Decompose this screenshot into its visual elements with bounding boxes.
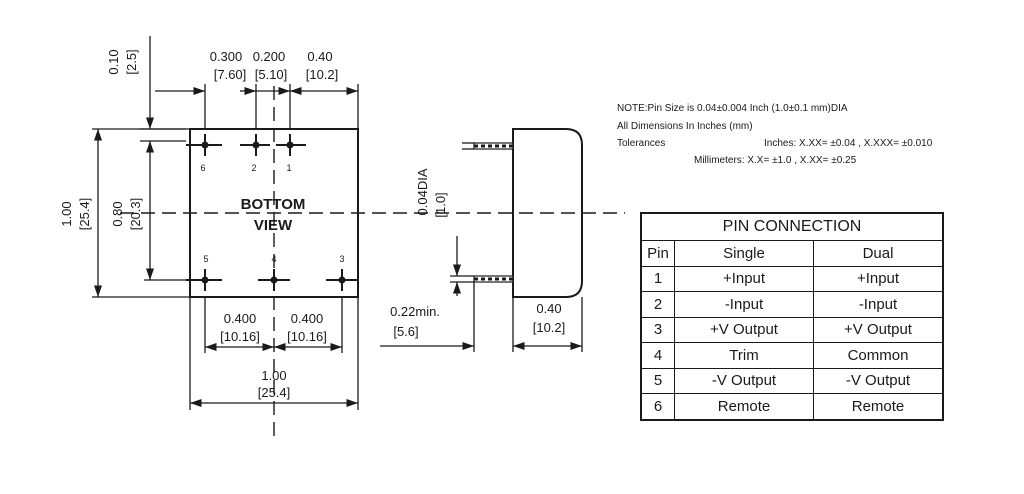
- cell-dual: +V Output: [813, 316, 944, 343]
- cell-pin: 6: [640, 393, 675, 420]
- pin-marker-6: [186, 134, 222, 156]
- cell-pin: 2: [640, 291, 675, 318]
- cell-dual: Remote: [813, 393, 944, 420]
- pin-label-1: 1: [286, 163, 291, 173]
- note-pin-size: NOTE:Pin Size is 0.04±0.004 Inch (1.0±0.…: [617, 103, 848, 114]
- header-dual: Dual: [813, 240, 944, 267]
- notes-block: NOTE:Pin Size is 0.04±0.004 Inch (1.0±0.…: [617, 103, 933, 166]
- table-row: 2 -Input -Input: [640, 291, 944, 318]
- bottom-view-label-line1: BOTTOM: [241, 196, 306, 213]
- cell-single: +V Output: [674, 316, 814, 343]
- bottom-view: 6 2 1 5 4 3 BOTTOM VIEW 0.300 [7.60] 0.2…: [59, 36, 625, 436]
- table-caption: PIN CONNECTION: [640, 212, 944, 241]
- dim-top-pitch-b-inch: 0.200: [253, 49, 286, 64]
- table-row: 6 Remote Remote: [640, 393, 944, 420]
- pin-label-2: 2: [251, 163, 256, 173]
- cell-single: -Input: [674, 291, 814, 318]
- pin-marker-2: [240, 134, 270, 156]
- dim-pin-dia-inch: 0.04DIA: [415, 168, 430, 215]
- cell-dual: -V Output: [813, 367, 944, 394]
- dim-top-pitch-c-mm: [10.2]: [306, 67, 339, 82]
- cell-dual: Common: [813, 342, 944, 369]
- table-row: 3 +V Output +V Output: [640, 316, 944, 343]
- dim-pin-length-mm: [5.6]: [393, 324, 418, 339]
- cell-pin: 4: [640, 342, 675, 369]
- dim-side-depth-inch: 0.40: [536, 301, 561, 316]
- side-body-outline: [512, 128, 583, 298]
- cell-single: +Input: [674, 265, 814, 292]
- cell-dual: -Input: [813, 291, 944, 318]
- pin-marker-5: [186, 269, 222, 291]
- pin-connection-table: PIN CONNECTION Pin Single Dual 1 +Input …: [640, 212, 944, 421]
- cell-pin: 3: [640, 316, 675, 343]
- pin-label-6: 6: [200, 163, 205, 173]
- table-row: 1 +Input +Input: [640, 265, 944, 292]
- dim-bottom-pitch-a-inch: 0.400: [224, 311, 257, 326]
- note-units: All Dimensions In Inches (mm): [617, 121, 753, 132]
- table-header-row: Pin Single Dual: [640, 240, 944, 267]
- note-tolerance-inches: Inches: X.XX= ±0.04 , X.XXX= ±0.010: [764, 138, 933, 149]
- side-pin-lower: [473, 275, 514, 283]
- cell-dual: +Input: [813, 265, 944, 292]
- table-row: 5 -V Output -V Output: [640, 367, 944, 394]
- table-row: 4 Trim Common: [640, 342, 944, 369]
- pin-marker-3: [326, 269, 358, 291]
- note-tolerance-label: Tolerances: [617, 138, 665, 149]
- side-pin-upper: [473, 142, 514, 150]
- dim-bottom-pitch-a-mm: [10.16]: [220, 329, 260, 344]
- header-single: Single: [674, 240, 814, 267]
- dim-top-offset-mm: [2.5]: [124, 49, 139, 74]
- cell-single: Remote: [674, 393, 814, 420]
- dim-width-total-inch: 1.00: [261, 368, 286, 383]
- dim-width-total-mm: [25.4]: [258, 385, 291, 400]
- cell-single: -V Output: [674, 367, 814, 394]
- pin-marker-1: [276, 134, 306, 156]
- note-tolerance-mm: Millimeters: X.X= ±1.0 , X.XX= ±0.25: [694, 155, 857, 166]
- dim-height-total-inch: 1.00: [59, 201, 74, 226]
- pin-label-4: 4: [271, 254, 276, 264]
- dim-pin-dia-mm: [1.0]: [433, 192, 448, 217]
- dim-top-pitch-a-inch: 0.300: [210, 49, 243, 64]
- dim-row-pitch-inch: 0.80: [110, 201, 125, 226]
- dim-height-total-mm: [25.4]: [77, 198, 92, 231]
- header-pin: Pin: [640, 240, 675, 267]
- dim-pin-length-inch: 0.22min.: [390, 304, 440, 319]
- dim-side-depth-mm: [10.2]: [533, 320, 566, 335]
- bottom-view-label-line2: VIEW: [254, 217, 293, 234]
- dim-top-pitch-a-mm: [7.60]: [214, 67, 247, 82]
- dim-top-pitch-c-inch: 0.40: [307, 49, 332, 64]
- dim-top-pitch-b-mm: [5.10]: [255, 67, 288, 82]
- dim-row-pitch-mm: [20.3]: [128, 198, 143, 231]
- pin-marker-4: [258, 269, 290, 291]
- cell-pin: 5: [640, 367, 675, 394]
- side-view: 0.04DIA [1.0] 0.22min. [5.6] 0.40 [10.2]: [380, 128, 583, 352]
- dim-top-offset-inch: 0.10: [106, 49, 121, 74]
- dim-bottom-pitch-b-mm: [10.16]: [287, 329, 327, 344]
- dim-bottom-pitch-b-inch: 0.400: [291, 311, 324, 326]
- pin-label-3: 3: [339, 254, 344, 264]
- cell-single: Trim: [674, 342, 814, 369]
- cell-pin: 1: [640, 265, 675, 292]
- pin-label-5: 5: [203, 254, 208, 264]
